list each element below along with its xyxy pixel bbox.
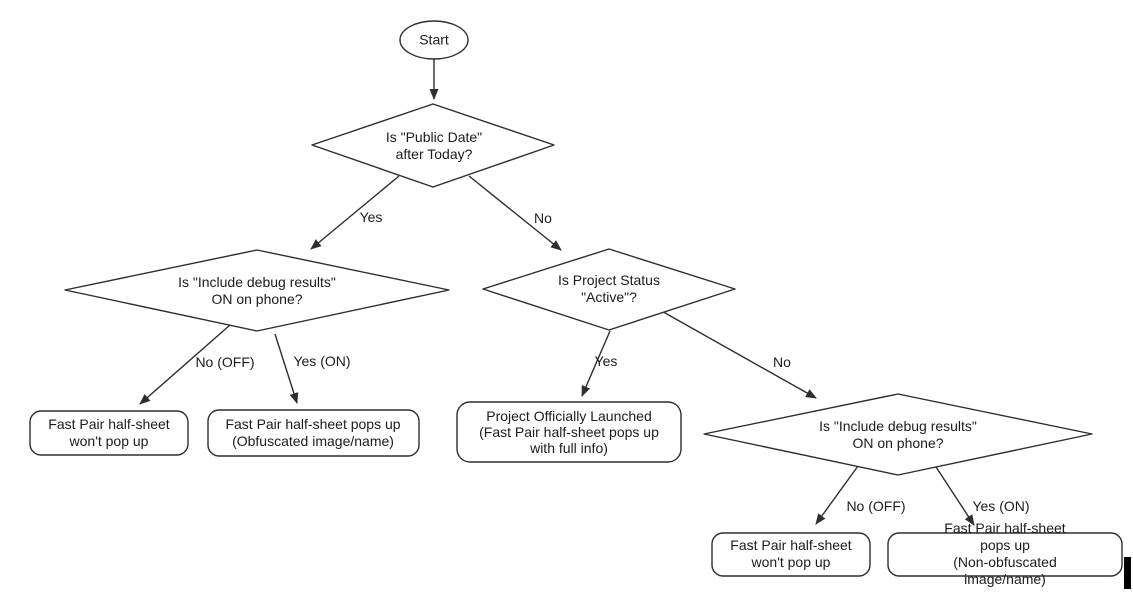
edge-label-debug-left-no: No (OFF) (195, 354, 255, 370)
edge-public-date-no (468, 175, 562, 251)
decision-project-status-label: Is Project Status "Active"? (558, 272, 660, 305)
result-no-popup-right-box (711, 532, 871, 577)
decision-debug-left-diamond (64, 249, 450, 332)
edge-debug-left-yes-on (274, 333, 299, 404)
edge-debug-right-no-off (815, 465, 859, 525)
decision-debug-left-label: Is "Include debug results" ON on phone? (178, 274, 336, 307)
result-launched-label: Project Officially Launched (Fast Pair h… (479, 408, 659, 456)
edge-label-debug-right-no: No (OFF) (846, 498, 906, 514)
result-obfuscated-box (207, 409, 420, 457)
start-label: Start (419, 31, 449, 48)
edge-debug-left-no-off (139, 324, 231, 405)
edge-label-public-date-no: No (534, 210, 552, 226)
edge-label-debug-right-yes: Yes (ON) (972, 498, 1030, 514)
edge-status-no (657, 308, 817, 399)
result-non-obfuscated-label: Fast Pair half-sheet pops up (Non-obfusc… (944, 520, 1066, 587)
result-non-obfuscated-box (887, 532, 1123, 577)
decision-debug-right-label: Is "Include debug results" ON on phone? (819, 418, 977, 451)
edge-debug-right-yes-on (935, 466, 975, 526)
edge-label-debug-left-yes: Yes (ON) (293, 353, 351, 369)
result-launched-box (456, 401, 682, 463)
edge-label-public-date-yes: Yes (359, 209, 383, 225)
decision-debug-right-diamond (703, 393, 1093, 476)
decision-public-date-label: Is "Public Date" after Today? (385, 129, 483, 162)
edge-public-date-yes (310, 175, 400, 250)
result-no-popup-left-label: Fast Pair half-sheet won't pop up (48, 416, 170, 449)
decision-project-status-diamond (482, 248, 736, 331)
start-ellipse (399, 20, 469, 60)
edge-status-yes (581, 330, 611, 397)
result-no-popup-right-label: Fast Pair half-sheet won't pop up (730, 537, 852, 570)
result-obfuscated-label: Fast Pair half-sheet pops up (Obfuscated… (225, 416, 401, 449)
edge-label-status-yes: Yes (594, 353, 618, 369)
text-cursor-artifact (1124, 557, 1131, 589)
result-no-popup-left-box (29, 410, 189, 456)
edge-label-status-no: No (773, 354, 791, 370)
decision-public-date-diamond (311, 103, 555, 188)
